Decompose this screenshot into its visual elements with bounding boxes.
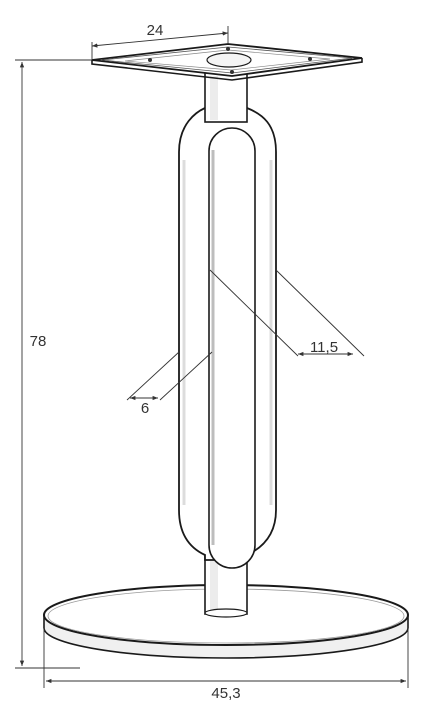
dimension-base-diameter: 45,3 <box>43 628 409 702</box>
column-width-label: 11,5 <box>310 339 338 356</box>
top-plate-width-label: 24 <box>147 22 164 39</box>
upper-stem <box>204 71 248 123</box>
dimension-height: 78 <box>15 59 92 669</box>
tube-thickness-label: 6 <box>141 400 149 417</box>
top-plate <box>91 43 363 81</box>
dimension-top-plate: 24 <box>91 22 229 60</box>
lower-stem <box>204 551 248 618</box>
height-label: 78 <box>30 333 47 350</box>
base-diameter-label: 45,3 <box>211 685 240 702</box>
column-loop <box>178 107 277 569</box>
dimension-column-width: 11,5 <box>209 269 365 357</box>
dimension-tube-thickness: 6 <box>126 351 213 417</box>
